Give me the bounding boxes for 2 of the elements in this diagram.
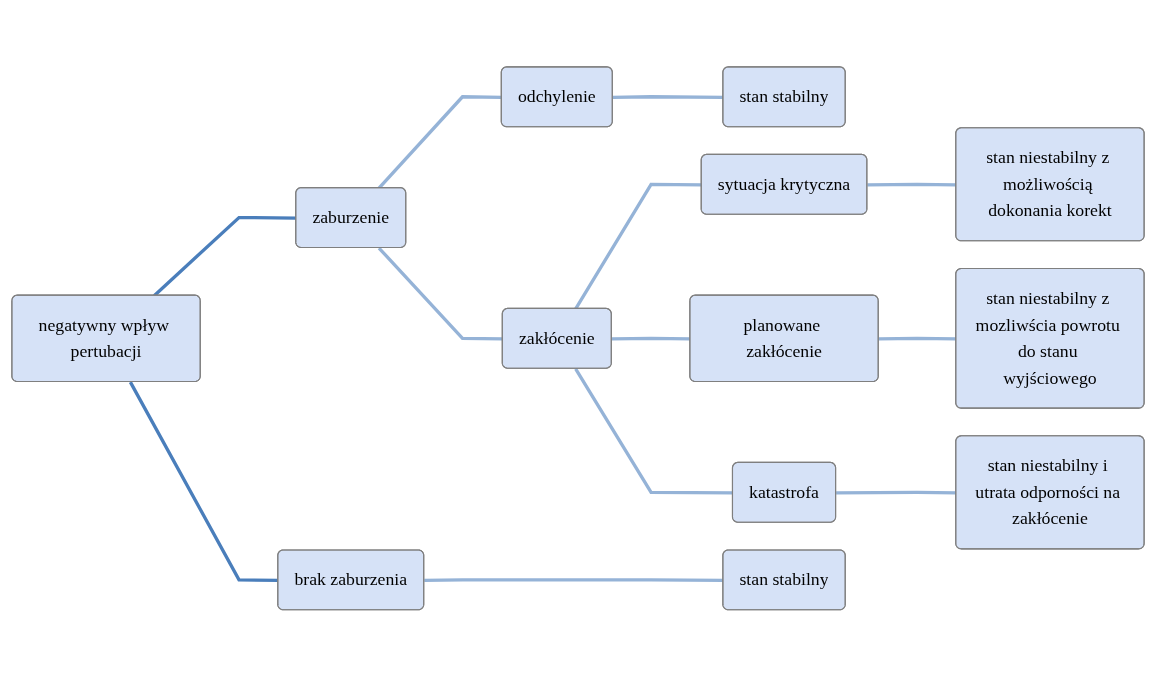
- connector: [377, 247, 503, 341]
- connector: [574, 182, 702, 310]
